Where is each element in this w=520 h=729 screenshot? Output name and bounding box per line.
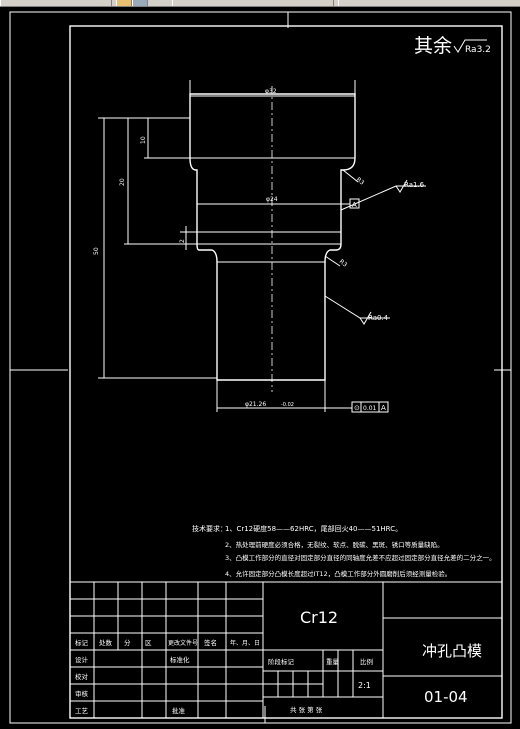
height-total-label: 50 (93, 247, 100, 255)
dim-shank-diameter: φ21.26 -0.02 (216, 380, 326, 412)
toolbar-segment (338, 0, 520, 6)
header-cell: 处数 (99, 638, 113, 647)
tech-item: 2、热处理前硬度必须合格，无裂纹、软点、脱碳、黑斑、锈口等质量缺陷。 (225, 540, 444, 549)
drawing-number: 01-04 (424, 688, 468, 706)
radius-top-leader (342, 169, 359, 183)
roughness-corner-value: Ra3.2 (465, 45, 491, 55)
height-top-label: 10 (140, 136, 147, 144)
toolbar-strip (0, 0, 520, 7)
header-cell: 更改文件号 (168, 639, 198, 647)
tech-item: 1、Cr12硬度58——62HRC，尾部回火40——51HRC。 (225, 524, 402, 533)
neck-diameter-label: φ24 (266, 196, 278, 203)
roughness-neck-label: Ra1.6 (404, 181, 425, 189)
row-label: 校对 (75, 672, 89, 681)
title-block: 标记 处数 分 区 更改文件号 签名 年、月、日 设计 校对 审核 工艺 标准化… (69, 581, 503, 719)
dim-heights: 50 20 10 2 (93, 117, 217, 379)
roughness-neck-icon (395, 179, 408, 193)
lock-icon[interactable] (116, 0, 132, 6)
dim-neck-diameter: φ24 A (197, 196, 360, 209)
weight-label: 重量 (326, 658, 340, 666)
runout-datum: A (381, 404, 386, 412)
inner-border (69, 25, 503, 719)
tech-requirements: 技术要求： 1、Cr12硬度58——62HRC，尾部回火40——51HRC。 2… (192, 524, 496, 578)
roughness-corner-label: 其余 (414, 35, 452, 57)
row-label: 设计 (75, 655, 89, 664)
tech-item: 4、允许固定部分凸模长度超过IT12，凸模工作部分外圆磨削后须经测量检验。 (225, 569, 451, 578)
part-name: 冲孔凸模 (422, 642, 482, 660)
header-cell: 区 (145, 639, 152, 647)
header-cell: 签名 (204, 638, 217, 647)
tech-heading: 技术要求： (192, 524, 227, 533)
roughness-shank-icon (359, 311, 372, 325)
header-cell: 标记 (75, 638, 89, 647)
runout-frame: ⊙ 0.01 A (325, 401, 389, 413)
toolbar-segment (0, 0, 112, 6)
roughness-shank-label: Ra0.4 (368, 314, 389, 322)
radius-bottom-label: R3 (338, 258, 349, 269)
runout-value: 0.01 (363, 405, 377, 412)
tech-item: 3、凸模工作部分的直径对固定部分直径的同轴度允差不应超过固定部分直径允差的二分之… (225, 553, 496, 562)
height-head-label: 20 (119, 178, 126, 186)
top-diameter-label: φ32 (265, 88, 277, 95)
scale-label: 比例 (360, 657, 373, 666)
approve-label: 批准 (172, 706, 186, 715)
shank-tolerance-label: -0.02 (281, 402, 294, 408)
sheets-label: 共 张 第 张 (290, 705, 323, 714)
row-label: 审核 (75, 689, 89, 698)
runout-symbol: ⊙ (354, 404, 360, 412)
header-cell: 分 (124, 638, 131, 647)
height-step-label: 2 (179, 239, 186, 243)
roughness-symbol-icon (453, 39, 487, 53)
radius-top-label: R3 (355, 176, 366, 187)
header-cell: 年、月、日 (230, 639, 260, 647)
material-label: Cr12 (300, 608, 338, 627)
datum-label: A (352, 201, 357, 209)
stage-mark-label: 阶段标记 (268, 657, 295, 666)
shank-diameter-label: φ21.26 (245, 401, 266, 408)
outer-border (9, 11, 512, 724)
standardize-label: 标准化 (170, 655, 190, 664)
radius-bottom-leader (324, 255, 341, 267)
punch-outline (189, 93, 356, 381)
dim-top-diameter: φ32 (189, 80, 356, 97)
shield-icon[interactable] (132, 0, 148, 6)
row-label: 工艺 (75, 707, 89, 715)
toolbar-segment (172, 0, 334, 6)
scale-value: 2:1 (358, 681, 371, 690)
